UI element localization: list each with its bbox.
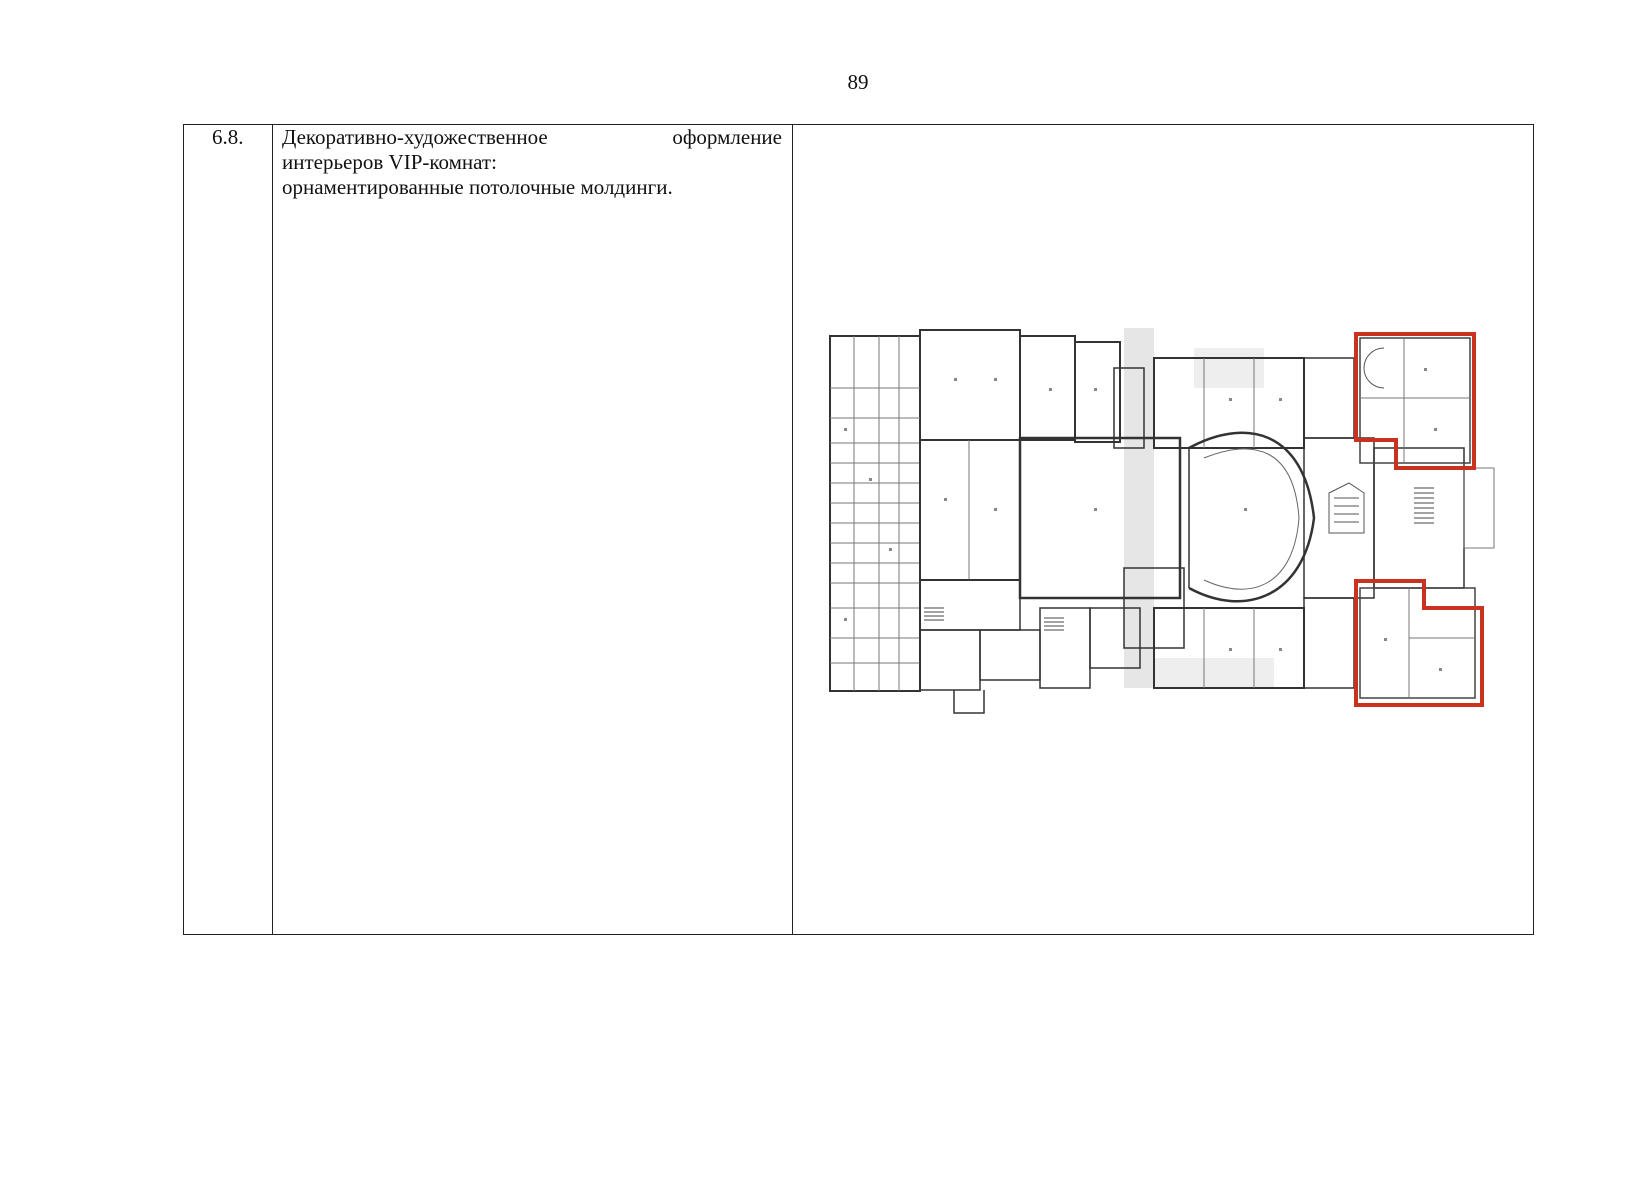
page-number: 89 [847, 70, 869, 94]
table-column-divider [792, 125, 793, 934]
vip-zone-highlight [1354, 332, 1484, 707]
description-line: Декоративно-художественное оформление [282, 125, 782, 150]
table-column-divider [272, 125, 273, 934]
row-number: 6.8. [212, 125, 244, 149]
floor-plan-drawing [829, 328, 1495, 714]
description-word: оформление [672, 125, 782, 149]
description-line: орнаментированные потолочные молдинги. [282, 175, 673, 199]
document-table: 6.8. Декоративно-художественное оформлен… [183, 124, 1534, 935]
description-line: интерьеров VIP-комнат: [282, 150, 497, 174]
description-word: Декоративно-художественное [282, 125, 548, 149]
floor-plan-image [824, 318, 1504, 738]
row-description: Декоративно-художественное оформление ин… [282, 125, 782, 200]
